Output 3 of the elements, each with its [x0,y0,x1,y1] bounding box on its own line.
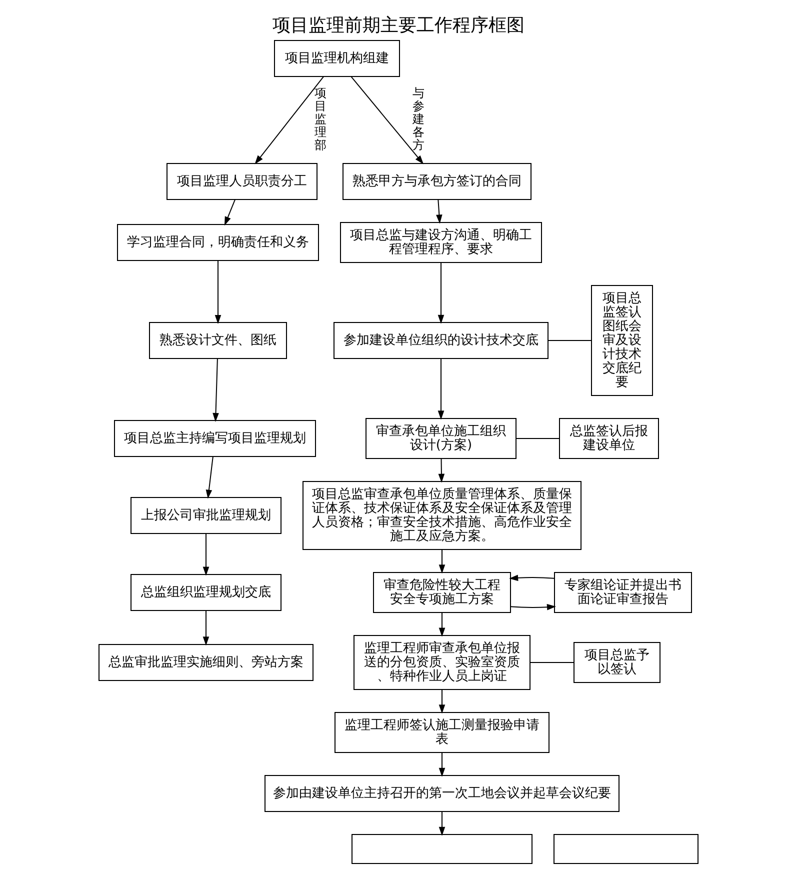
diagram-title: 项目监理前期主要工作程序框图 [272,14,524,36]
edge-label: 与参建各方 [412,86,424,152]
edge-label: 项目监理部 [314,86,326,152]
